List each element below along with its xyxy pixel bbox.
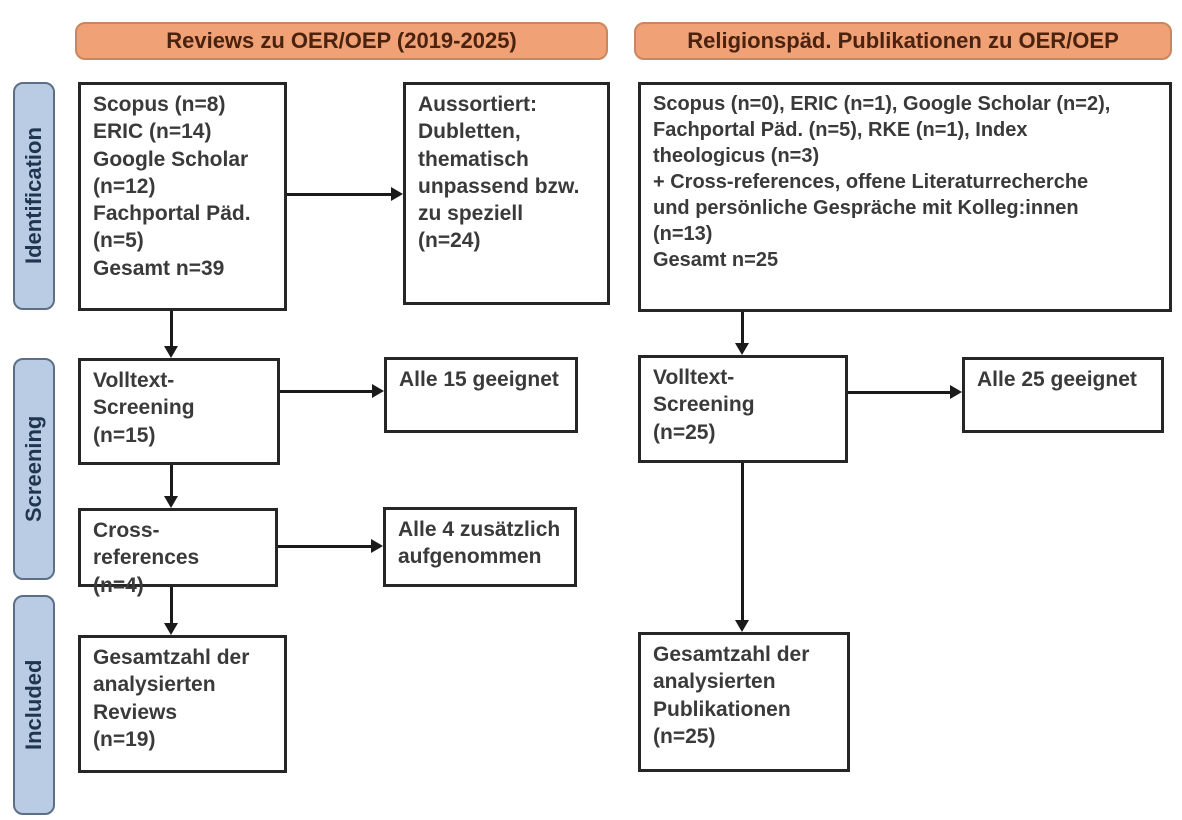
box-left-identification-sources: Scopus (n=8) ERIC (n=14) Google Scholar … xyxy=(78,82,287,311)
box-right-identification-sources: Scopus (n=0), ERIC (n=1), Google Scholar… xyxy=(638,82,1172,312)
box-left-excluded: Aussortiert: Dubletten, thematisch unpas… xyxy=(403,82,610,305)
stage-label-identification: Identification xyxy=(13,82,55,310)
box-left-fulltext-screening: Volltext- Screening (n=15) xyxy=(78,358,280,465)
box-right-included-total: Gesamtzahl der analysierten Publikatione… xyxy=(638,632,850,772)
box-left-fulltext-result: Alle 15 geeignet xyxy=(384,357,578,433)
box-left-cross-references: Cross-references (n=4) xyxy=(78,508,278,597)
stage-label-included: Included xyxy=(13,595,55,815)
header-reviews-column: Reviews zu OER/OEP (2019-2025) xyxy=(75,22,608,60)
box-right-fulltext-result: Alle 25 geeignet xyxy=(962,357,1164,433)
box-right-fulltext-screening: Volltext- Screening (n=25) xyxy=(638,355,848,463)
box-left-cross-references-result: Alle 4 zusätzlich aufgenommen xyxy=(383,507,577,587)
stage-label-screening: Screening xyxy=(13,358,55,580)
box-left-included-total: Gesamtzahl der analysierten Reviews (n=1… xyxy=(78,635,287,773)
header-religionspaed-column: Religionspäd. Publikationen zu OER/OEP xyxy=(634,22,1172,60)
